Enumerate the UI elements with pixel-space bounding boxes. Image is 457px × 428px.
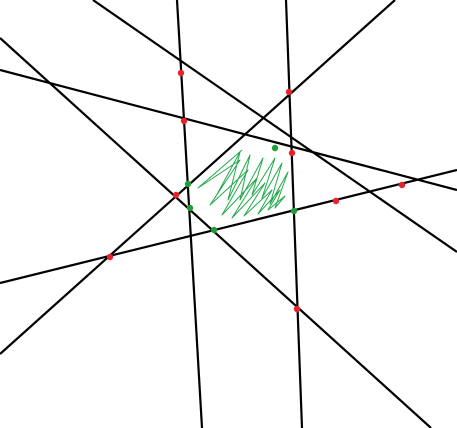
region-vertex-4 bbox=[210, 226, 218, 234]
intersection-points-group bbox=[106, 69, 406, 313]
line-3 bbox=[0, 68, 457, 192]
intersection-point-4 bbox=[288, 149, 296, 157]
region-hatch-scribble bbox=[197, 149, 289, 219]
intersection-point-9 bbox=[293, 305, 301, 313]
line-1 bbox=[92, 0, 457, 253]
intersection-point-5 bbox=[398, 181, 406, 189]
line-4 bbox=[0, 168, 457, 285]
region-vertex-2 bbox=[271, 144, 279, 152]
line-6 bbox=[175, 0, 204, 428]
intersection-point-8 bbox=[106, 253, 114, 261]
region-vertex-5 bbox=[186, 204, 194, 212]
intersection-point-3 bbox=[180, 117, 188, 125]
intersection-point-7 bbox=[172, 191, 180, 199]
intersection-point-2 bbox=[285, 88, 293, 96]
region-vertex-1 bbox=[184, 180, 192, 188]
region-vertex-3 bbox=[290, 207, 298, 215]
region-vertices-group bbox=[184, 144, 298, 234]
line-2 bbox=[0, 37, 432, 428]
line-5 bbox=[0, 0, 396, 355]
intersection-point-6 bbox=[332, 197, 340, 205]
region-hatch-group bbox=[197, 149, 289, 219]
intersection-point-1 bbox=[177, 69, 185, 77]
